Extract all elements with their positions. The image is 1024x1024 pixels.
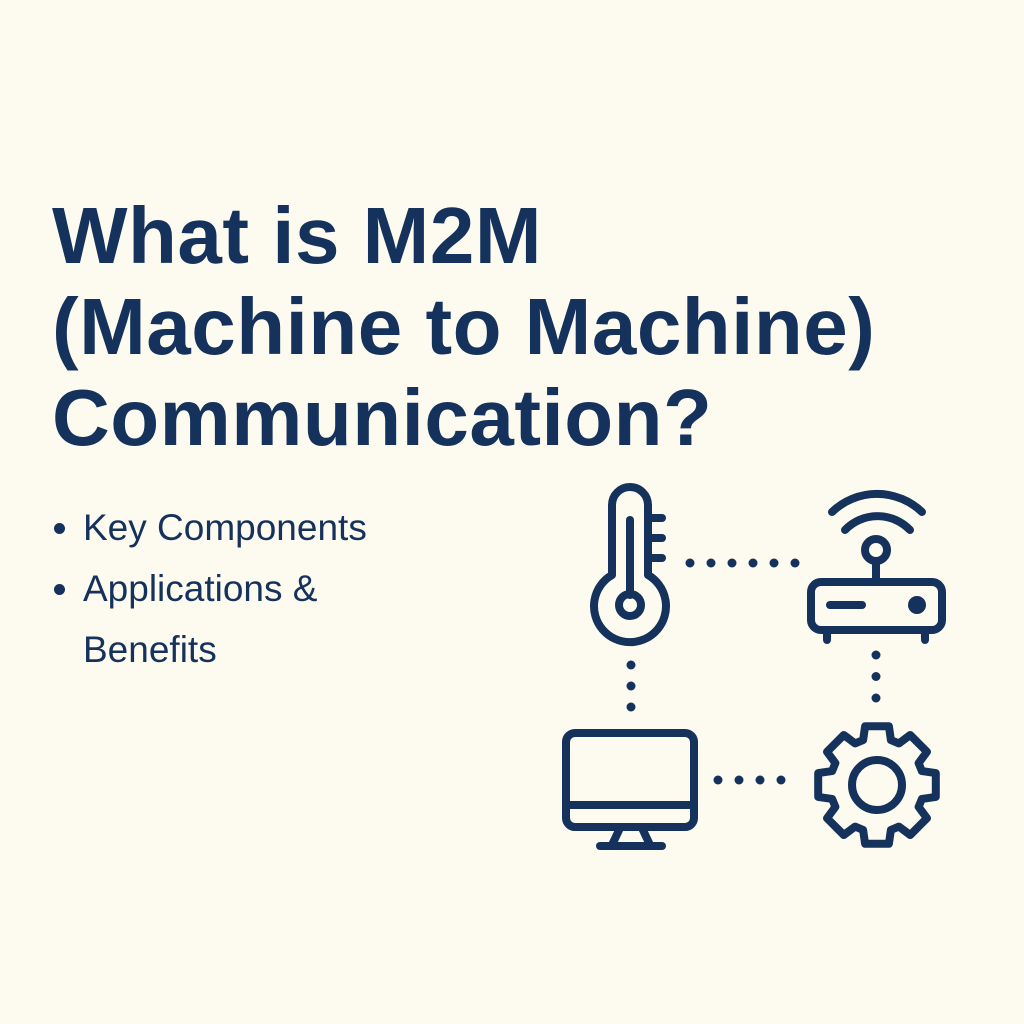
thermometer-icon <box>590 483 670 647</box>
connector-dot <box>626 681 636 691</box>
connector-dot <box>755 775 765 785</box>
connector-dot <box>871 650 881 660</box>
gear-icon <box>814 722 940 848</box>
connector-dot <box>727 558 737 568</box>
connector-dot <box>776 775 786 785</box>
connector-dot <box>790 558 800 568</box>
title-line-3: Communication? <box>52 373 713 462</box>
connector-dot <box>734 775 744 785</box>
connector-dot <box>713 775 723 785</box>
bullet-label-continued: Benefits <box>83 629 217 670</box>
page-title: What is M2M (Machine to Machine) Communi… <box>52 190 875 463</box>
connector-dots <box>626 558 881 785</box>
connector-dot <box>871 693 881 703</box>
connector-dot <box>748 558 758 568</box>
title-line-2: (Machine to Machine) <box>52 282 876 371</box>
monitor-icon <box>562 729 698 850</box>
connector-dot <box>626 660 636 670</box>
bullet-label: Key Components <box>83 507 367 548</box>
connector-dot <box>706 558 716 568</box>
bullet-item-applications-benefits: Applications & Benefits <box>50 558 367 680</box>
connector-dot <box>769 558 779 568</box>
title-line-1: What is M2M <box>52 191 542 280</box>
router-icon <box>807 489 946 644</box>
bullet-item-key-components: Key Components <box>50 497 367 558</box>
connector-dot <box>685 558 695 568</box>
bullet-label: Applications & <box>83 568 318 609</box>
gear-outline <box>814 722 940 848</box>
connector-dot <box>626 702 636 712</box>
bullet-list: Key Components Applications & Benefits <box>50 497 367 680</box>
connector-dot <box>871 672 881 681</box>
